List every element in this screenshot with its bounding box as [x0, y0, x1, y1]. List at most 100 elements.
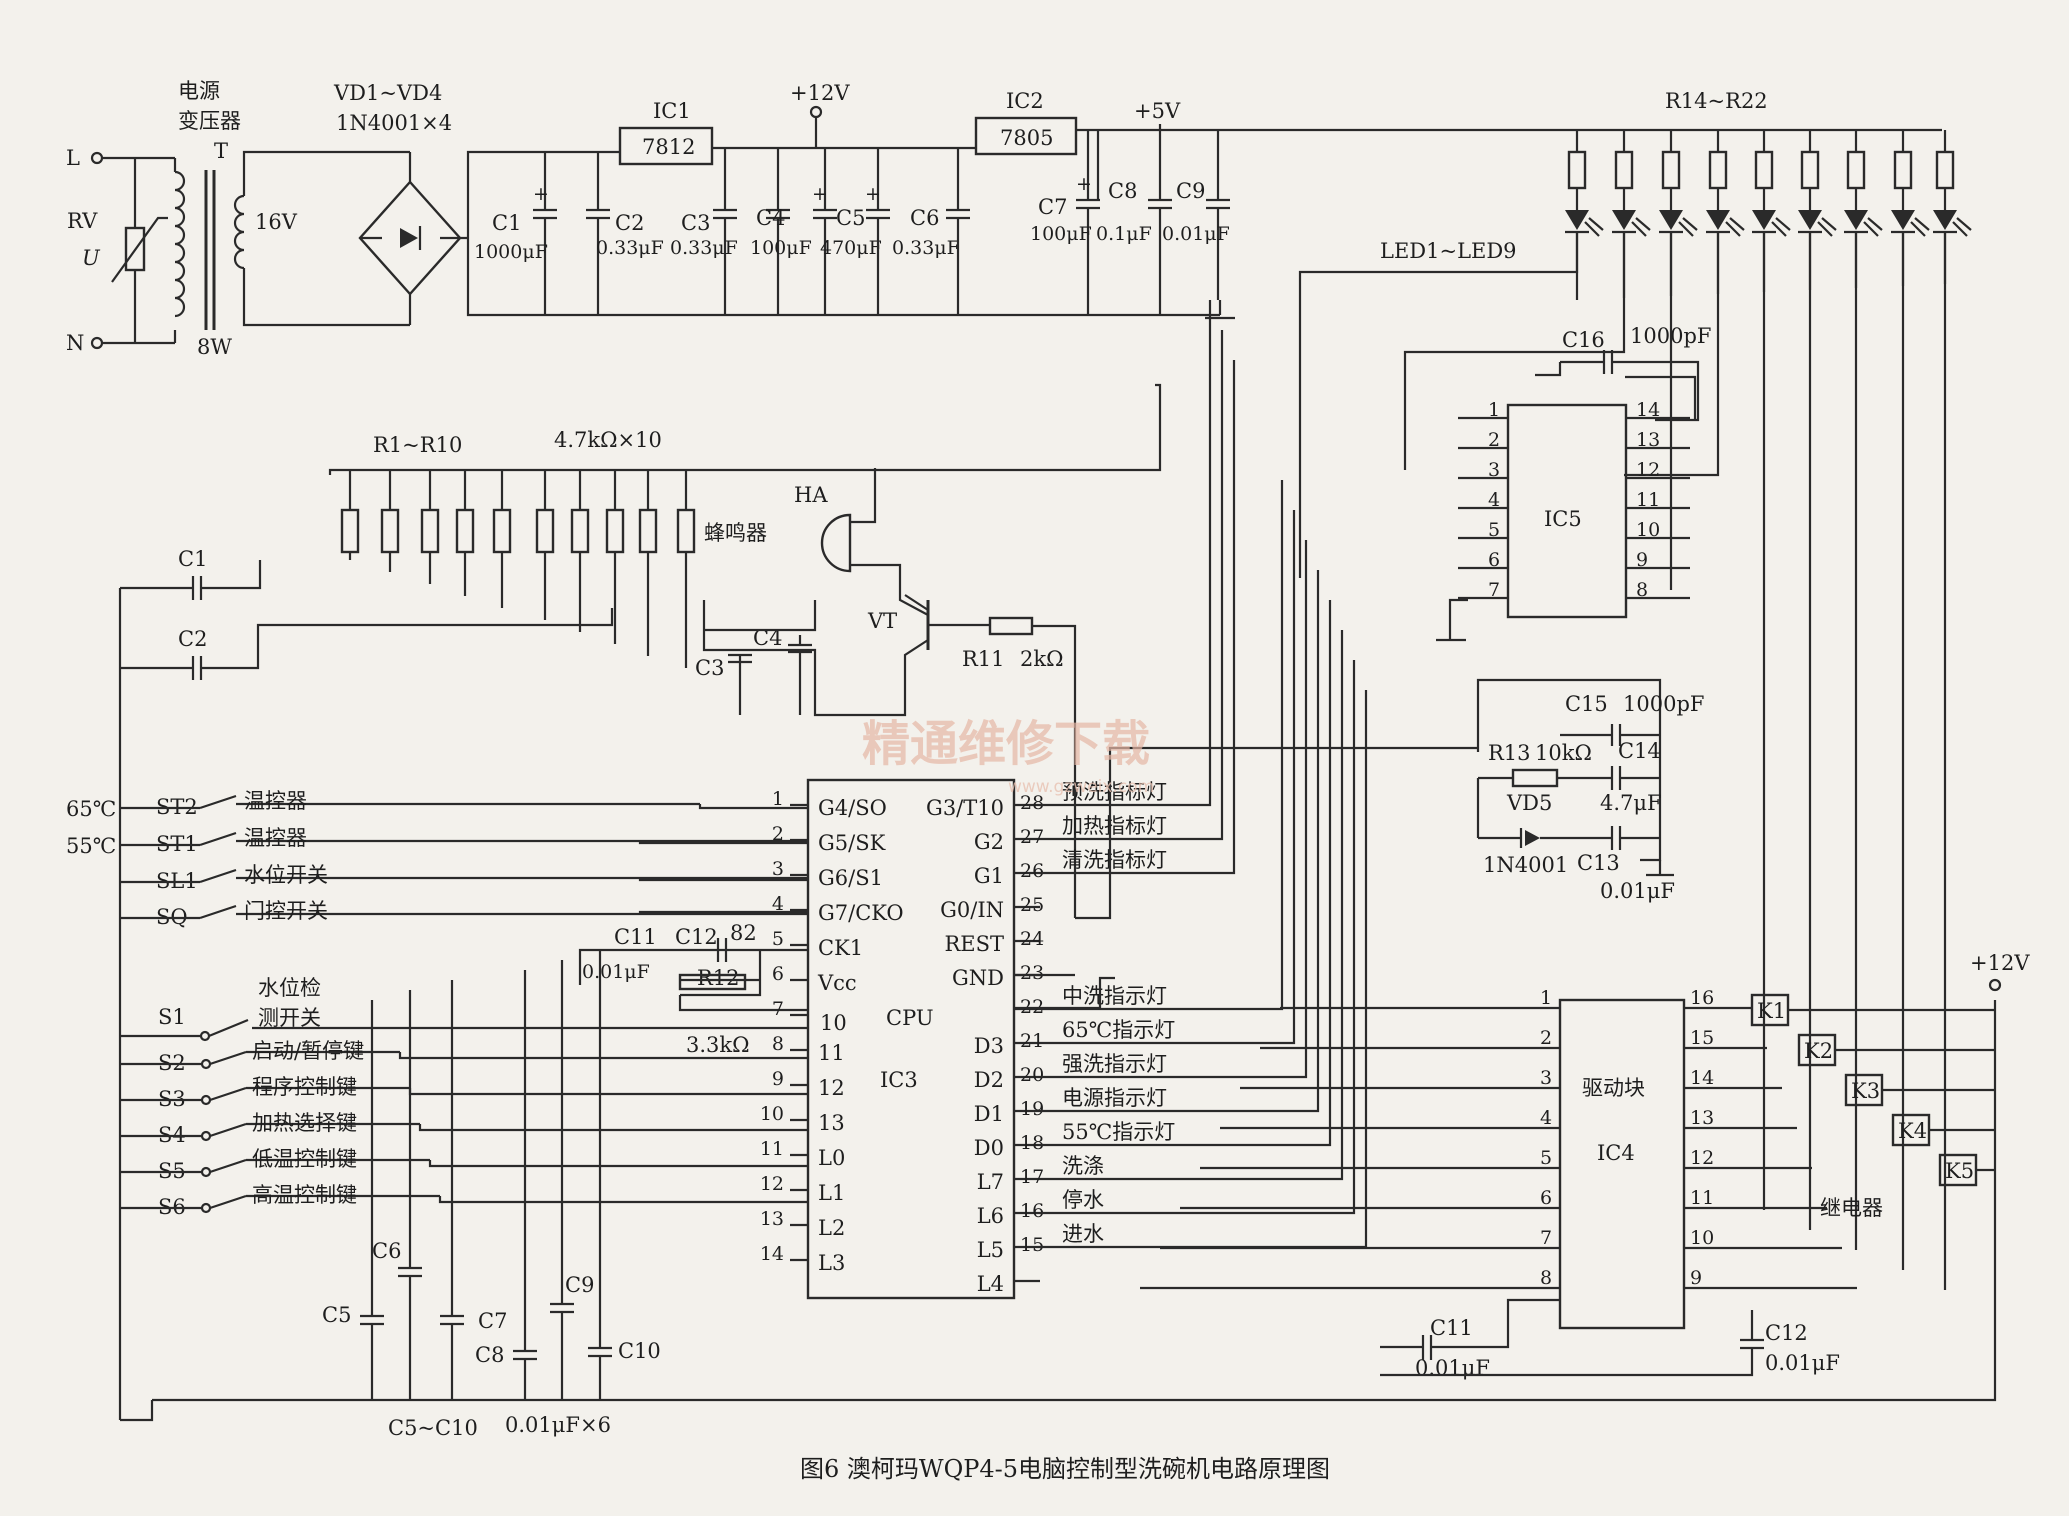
- cap-C2-input: [120, 608, 614, 680]
- S1-switch: [120, 1018, 808, 1038]
- ic5-pin-7: 7: [1488, 579, 1500, 601]
- cpu-pin-3-func: G6/S1: [818, 866, 883, 890]
- cap-C6-value: 0.33μF: [892, 237, 960, 259]
- cpu-pin-2: 2: [772, 823, 784, 845]
- buzzer-HA: [820, 513, 852, 573]
- cpu-output-19-wire: [1040, 570, 1320, 1113]
- cpu-output-19-label: 电源指示灯: [1062, 1086, 1167, 1110]
- led-resistor-R21: [1893, 150, 1913, 190]
- ic2-part: 7805: [1000, 126, 1053, 150]
- C13-label: C13: [1577, 851, 1620, 875]
- bridge-part: 1N4001×4: [336, 111, 452, 135]
- key-S5-contact: [200, 1166, 212, 1178]
- cap-C1-input: [120, 560, 262, 600]
- led-5-emit: [1752, 217, 1791, 237]
- ic5-pin-1: 1: [1488, 399, 1500, 421]
- S1-desc-2: 测开关: [258, 1006, 321, 1030]
- cpu-pin-27-func: G2: [974, 830, 1004, 854]
- ic4-cap-C11: [1380, 1298, 1560, 1360]
- led-8: [1891, 210, 1915, 230]
- cap-C1-value: 1000μF: [474, 241, 548, 263]
- key-S5-wire: [120, 1158, 808, 1174]
- bottom-cap-C6: [398, 990, 422, 1400]
- key-S6-label: 高温控制键: [252, 1183, 357, 1207]
- cap-C6-name: C6: [910, 206, 939, 230]
- VD5-part: 1N4001: [1483, 853, 1568, 877]
- buzzer-wires: [850, 468, 929, 616]
- ic5-body: [1506, 403, 1628, 619]
- C3-label: C3: [695, 656, 724, 680]
- varistor-slash: [111, 216, 168, 283]
- cpu-pin-15: 15: [1020, 1234, 1044, 1256]
- cap-C1-name: C1: [492, 211, 521, 235]
- cap-C7: [1076, 130, 1100, 315]
- c16-value: 1000pF: [1630, 324, 1711, 348]
- c16-label: C16: [1562, 328, 1605, 352]
- key-S3-wire: [120, 1086, 808, 1102]
- cpu-pin-1-func: G4/SO: [818, 796, 887, 820]
- cpu-pin-13-func: L2: [818, 1216, 845, 1240]
- cpu-pin-25: 25: [1020, 894, 1044, 916]
- ic4-pin-5: 5: [1540, 1147, 1552, 1169]
- cpu-pin-12-func: L1: [818, 1181, 845, 1205]
- cpu-pin-17: 17: [1020, 1166, 1044, 1188]
- cpu-ic3: IC3: [880, 1068, 918, 1092]
- input-resistors-label: R1~R10: [373, 433, 462, 457]
- v12-terminal: [809, 105, 823, 119]
- cpu-output-26-wire: [1040, 360, 1236, 875]
- key-S5-label: 低温控制键: [252, 1147, 357, 1171]
- cap-C7-value: 100μF: [1030, 223, 1092, 245]
- cpu-pin-14: 14: [760, 1243, 784, 1265]
- cpu-pin-26: 26: [1020, 860, 1044, 882]
- cpu-pin-6-func: Vcc: [817, 971, 857, 995]
- cpu-output-16-wire: [1040, 660, 1356, 1215]
- cpu-pin-18: 18: [1020, 1132, 1044, 1154]
- cap-C2-name: C2: [615, 211, 644, 235]
- ic4-pin-3: 3: [1540, 1067, 1552, 1089]
- cap-C8: [1148, 130, 1172, 315]
- C15-value: 1000pF: [1623, 692, 1704, 716]
- cpu-pin-16-func: L6: [977, 1204, 1004, 1228]
- C13-value: 0.01μF: [1600, 879, 1675, 903]
- led-1: [1565, 210, 1589, 230]
- cpu-output-28-label: 预洗指标灯: [1062, 780, 1167, 804]
- cap-extra-12v: [946, 148, 970, 315]
- bottom-cap-C7-label: C7: [478, 1309, 507, 1333]
- varistor-U-label: U: [82, 246, 101, 270]
- cpu-output-27-label: 加热指标灯: [1062, 814, 1167, 838]
- C15-label: C15: [1565, 692, 1608, 716]
- input-resistor-R8: [605, 508, 625, 554]
- cpu-pin-21-func: D3: [974, 1034, 1004, 1058]
- ic5-name: IC5: [1544, 507, 1582, 531]
- ic4-pin-1: 1: [1540, 987, 1552, 1009]
- bottom-cap-C8: [513, 970, 537, 1400]
- R12-value: 3.3kΩ: [686, 1033, 750, 1057]
- led-8-emit: [1891, 217, 1930, 237]
- buzzer-HA-label: HA: [794, 483, 828, 507]
- cap-C5: [813, 148, 837, 315]
- cap-C8-name: C8: [1108, 179, 1137, 203]
- led-3-emit: [1659, 217, 1698, 237]
- ic5-pin-10: 10: [1636, 519, 1660, 541]
- switch-SQ-wire: [120, 904, 808, 920]
- ic4-pin-6: 6: [1540, 1187, 1552, 1209]
- cpu-output-17-wire: [1040, 630, 1344, 1181]
- led-resistors-label: R14~R22: [1665, 89, 1768, 113]
- ic4-pin-4: 4: [1540, 1107, 1552, 1129]
- led-1-emit: [1565, 217, 1604, 237]
- cpu-pin-11: 11: [760, 1138, 784, 1160]
- ground-bus: [120, 1000, 1997, 1422]
- cpu-output-18-label: 55℃指示灯: [1062, 1120, 1175, 1144]
- cap-C7-plus: +: [1076, 173, 1092, 195]
- ic5-pin-8: 8: [1636, 579, 1648, 601]
- cap-C6-plus: +: [865, 183, 881, 205]
- ic5-pin-5: 5: [1488, 519, 1500, 541]
- relay-K3-label: K3: [1851, 1079, 1880, 1103]
- bottom-cap-C8-label: C8: [475, 1343, 504, 1367]
- cap-C8-value: 0.1μF: [1096, 223, 1152, 245]
- cap-C3-name: C3: [681, 211, 710, 235]
- R13-label: R13: [1488, 741, 1531, 765]
- ic1-part: 7812: [642, 135, 695, 159]
